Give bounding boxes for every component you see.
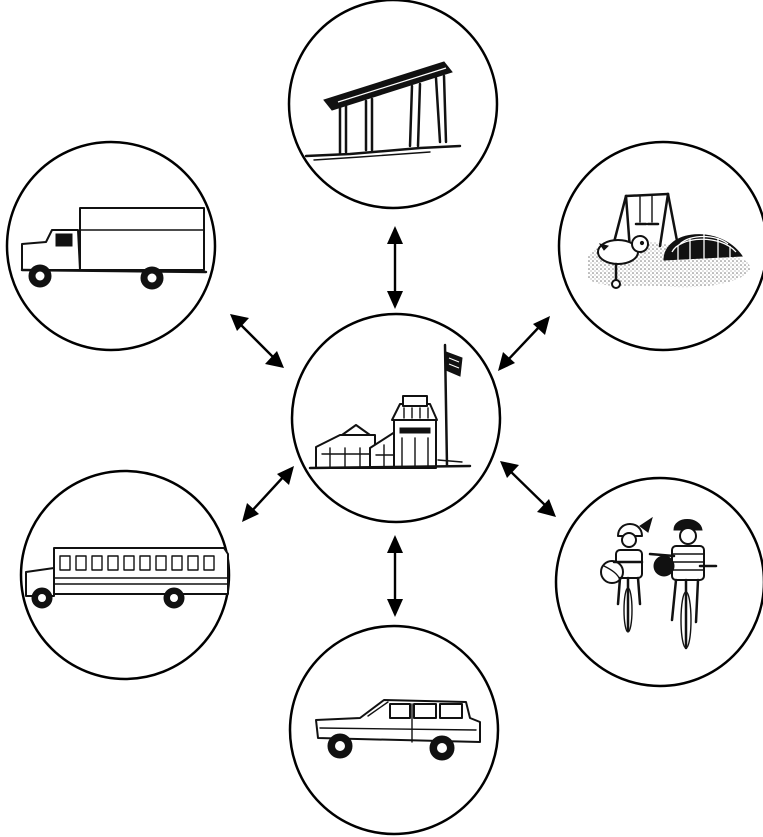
- school-bus-icon: [25, 547, 229, 609]
- school-bus-node: [19, 469, 231, 681]
- covered-walkway-node: [287, 0, 499, 210]
- school-building-icon: [308, 343, 472, 470]
- box-truck-icon: [20, 207, 208, 290]
- children-on-bicycles-node: [554, 476, 763, 688]
- school-building-node: [290, 312, 502, 524]
- children-on-bicycles-icon: [600, 516, 718, 650]
- playground-icon: [588, 192, 751, 289]
- double-arrow-lower-right: [500, 461, 556, 517]
- double-arrow-upper-right: [498, 316, 550, 371]
- delivery-truck-node: [5, 140, 217, 352]
- sport-utility-vehicle-icon: [315, 699, 481, 761]
- double-arrow-lower-left: [242, 466, 294, 522]
- playground-node: [557, 140, 763, 352]
- double-arrow-upper-left: [230, 314, 284, 368]
- passenger-vehicle-node: [288, 624, 500, 836]
- covered-walkway-icon: [304, 61, 462, 161]
- double-arrow-top: [387, 226, 403, 309]
- double-arrow-bottom: [387, 535, 403, 617]
